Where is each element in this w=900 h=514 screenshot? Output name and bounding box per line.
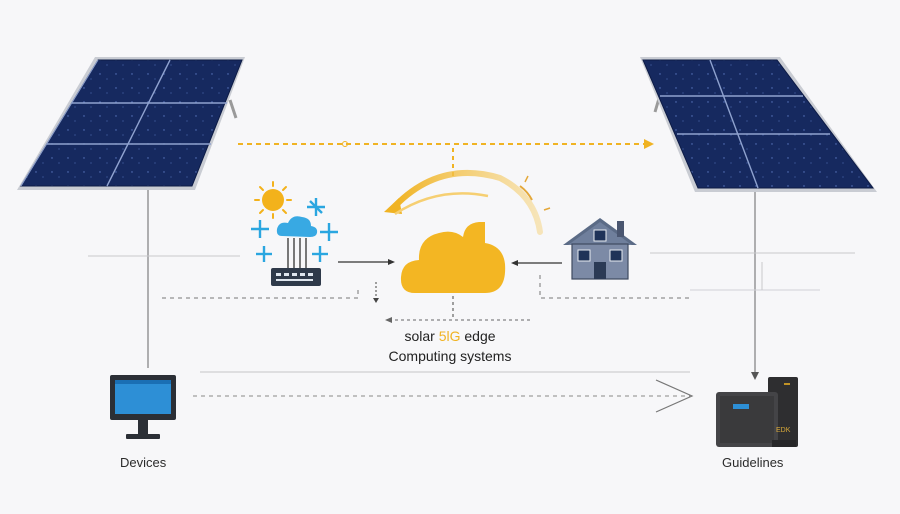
- caption-highlight: 5lG: [438, 328, 461, 344]
- node-icon: [320, 223, 338, 241]
- server-tag: EDK: [776, 427, 791, 434]
- top-energy-flow-arrow: [238, 139, 654, 178]
- caption-suffix: edge: [460, 328, 496, 344]
- solar-panel-right: [640, 57, 877, 380]
- sync-arrow-icon: [392, 169, 543, 235]
- solar-panel-left: [17, 57, 245, 368]
- edge-cloud: [373, 169, 551, 323]
- guidelines-label: Guidelines: [722, 455, 784, 470]
- solar-panel-icon: [17, 57, 245, 190]
- node-icon: [256, 246, 272, 262]
- house-icon: [563, 218, 637, 280]
- devices-label: Devices: [120, 455, 167, 470]
- caption-line-1: solar 5lG edge: [300, 326, 600, 346]
- sun-icon: [254, 181, 292, 219]
- left-to-cloud-arrow: [338, 259, 395, 265]
- cloud-icon: [276, 216, 318, 237]
- cloud-dashed-connectors: [162, 275, 690, 299]
- network-switch-icon: [271, 268, 321, 286]
- antenna-stems: [287, 238, 307, 268]
- solar-panel-icon: [640, 57, 877, 192]
- caption-prefix: solar: [404, 328, 439, 344]
- arrowhead: [751, 372, 759, 380]
- caption-line-2: Computing systems: [388, 348, 512, 364]
- devices-to-guidelines-arrow: [193, 371, 694, 413]
- iot-sensor-cluster: [251, 181, 338, 286]
- guide-lines: [88, 252, 855, 291]
- signal-nodes: [251, 198, 338, 262]
- node-icon: [307, 198, 325, 216]
- center-caption: solar 5lG edge Computing systems: [300, 326, 600, 366]
- arc-arrowhead: [384, 198, 402, 214]
- monitor-icon: [110, 375, 176, 439]
- node-icon: [312, 246, 328, 262]
- cloud-icon: [400, 222, 506, 293]
- house-to-cloud-arrow: [511, 260, 562, 266]
- node-icon: [251, 220, 269, 238]
- server-icon: EDK: [716, 377, 798, 447]
